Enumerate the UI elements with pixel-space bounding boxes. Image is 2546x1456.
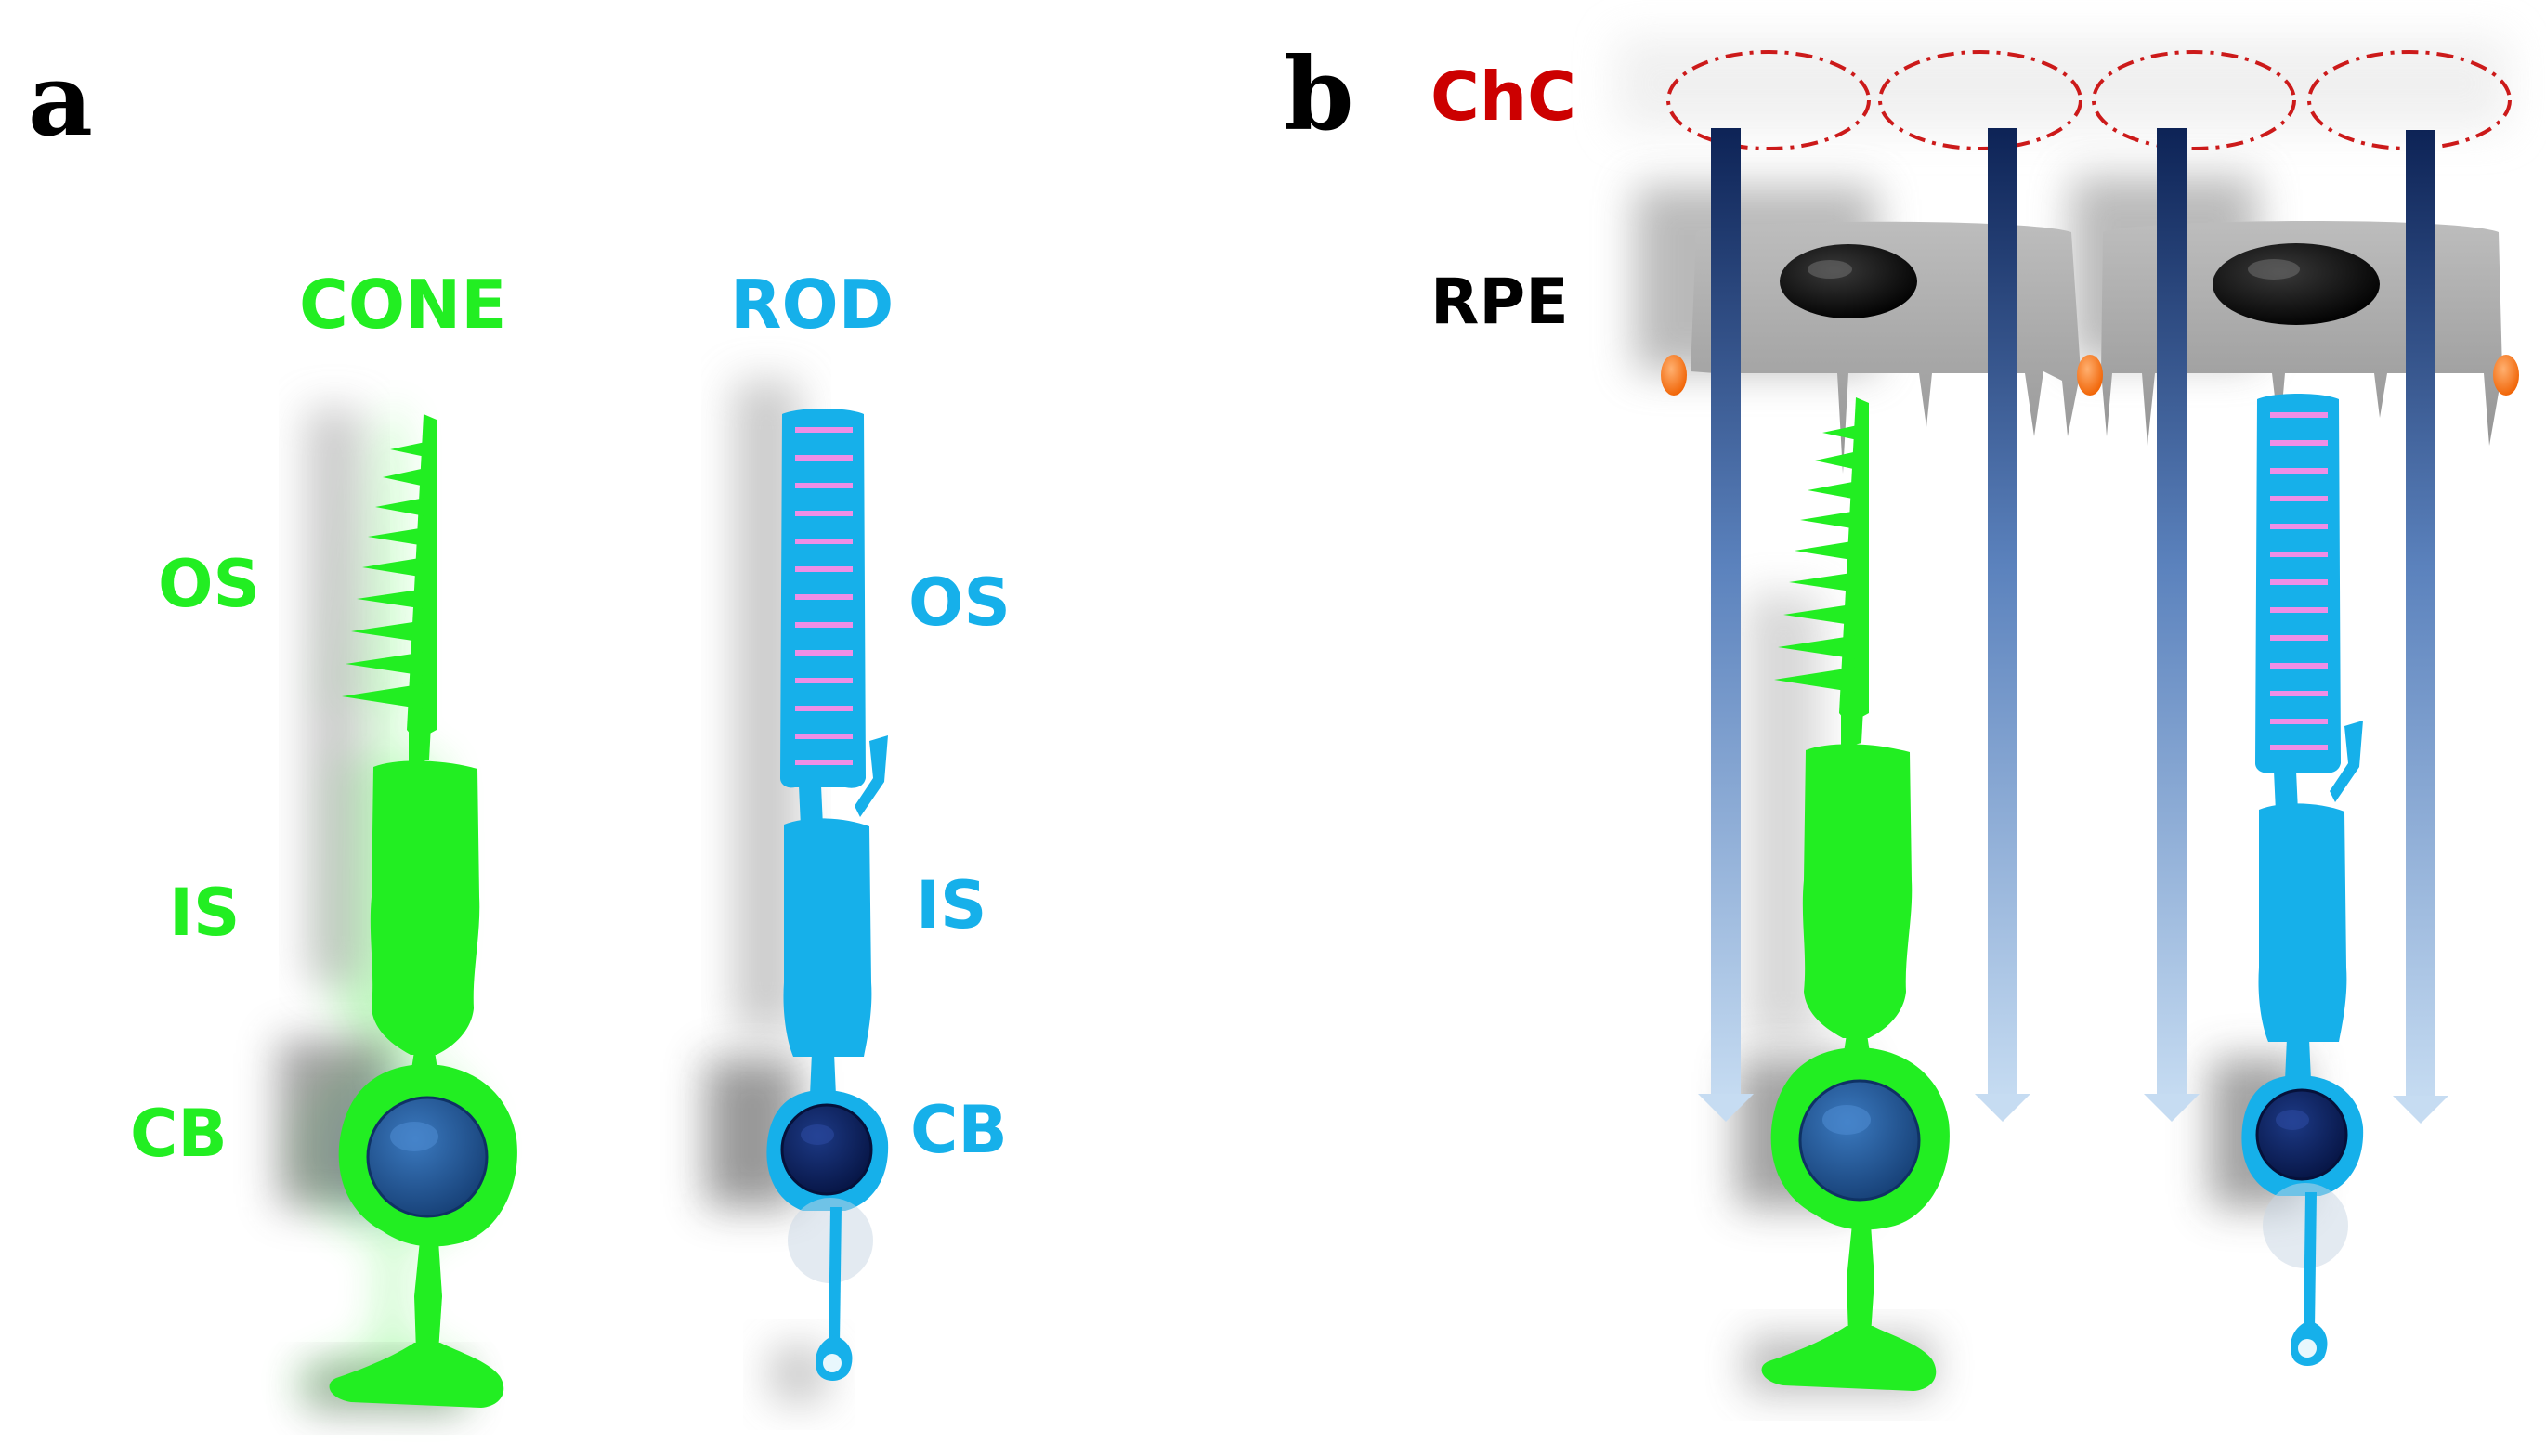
- rpe-junctions: [1661, 355, 2519, 396]
- rpe-label: RPE: [1430, 266, 1569, 339]
- rod-cell-panel-b: [2239, 392, 2365, 1368]
- cone-is-label: IS: [169, 875, 241, 951]
- cone-os-label: OS: [158, 546, 260, 622]
- rod-title: ROD: [730, 266, 894, 344]
- rod-is-label: IS: [916, 867, 987, 943]
- rpe-cell-right: [2101, 220, 2502, 446]
- cone-cb-label: CB: [130, 1096, 228, 1172]
- panel-b-letter: b: [1284, 36, 1354, 153]
- panel-a-letter: a: [28, 42, 93, 159]
- choroid-label: ChC: [1430, 58, 1576, 136]
- rpe-cell-left: [1691, 221, 2081, 474]
- rod-cb-label: CB: [910, 1092, 1008, 1168]
- rod-os-label: OS: [908, 565, 1011, 641]
- rod-cell: [764, 407, 890, 1383]
- cone-title: CONE: [299, 266, 507, 344]
